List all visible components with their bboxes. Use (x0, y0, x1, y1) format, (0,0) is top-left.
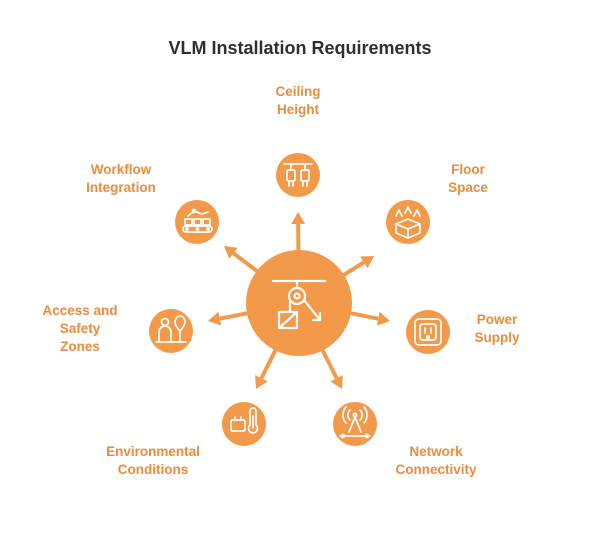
label-workflow-integration: Workflow Integration (86, 162, 156, 195)
label-environmental-conditions: Environmental Conditions (106, 444, 200, 477)
floor-space-box-icon (395, 206, 421, 239)
node-network-connectivity (333, 402, 377, 446)
spoke-arrows (208, 212, 390, 389)
label-ceiling-height: Ceiling Height (275, 84, 321, 117)
arrow-shaft-network-connectivity (319, 346, 339, 380)
node-power-supply (406, 310, 450, 354)
node-floor-space (386, 200, 430, 244)
node-ceiling-height (276, 153, 320, 197)
label-floor-space: Floor Space (448, 162, 488, 195)
page-title: VLM Installation Requirements (168, 38, 432, 58)
arrow-head-power-supply (376, 311, 390, 326)
arrow-shaft-floor-space (340, 260, 365, 279)
node-workflow-integration (175, 200, 219, 244)
thermometer-icon (230, 407, 259, 434)
arrow-shaft-environmental-conditions (259, 346, 279, 380)
central-hub (246, 250, 352, 356)
arrow-shaft-power-supply (347, 310, 379, 321)
conveyor-robot-icon (182, 208, 213, 233)
people-zone-icon (155, 315, 187, 343)
arrow-head-environmental-conditions (255, 375, 268, 389)
arrow-shaft-access-safety-zones (219, 310, 251, 321)
arrow-shaft-workflow-integration (232, 251, 261, 275)
arrow-head-access-safety-zones (208, 311, 222, 326)
node-access-safety-zones (149, 309, 193, 353)
label-network-connectivity: Network Connectivity (395, 444, 477, 477)
node-environmental-conditions (222, 402, 266, 446)
arrow-head-ceiling-height (291, 212, 306, 225)
network-tower-icon (339, 406, 371, 439)
pulley-crane-icon (271, 279, 327, 330)
arrow-head-network-connectivity (330, 375, 343, 389)
arrow-head-floor-space (360, 256, 374, 269)
ceiling-lights-icon (283, 163, 313, 187)
arrow-head-workflow-integration (224, 246, 238, 259)
label-power-supply: Power Supply (474, 312, 520, 345)
power-outlet-icon (414, 318, 442, 346)
label-access-safety-zones: Access and Safety Zones (42, 303, 118, 354)
